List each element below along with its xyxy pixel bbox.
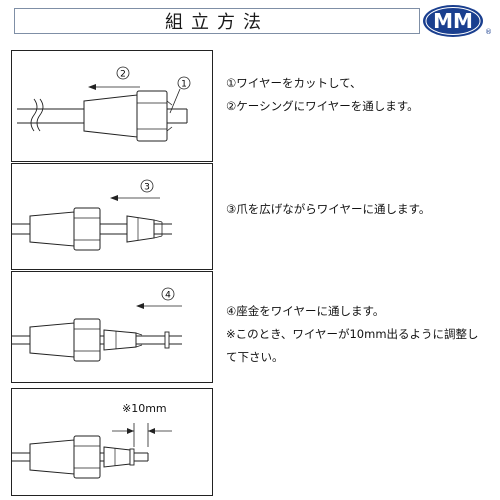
callout-1-label: 1 — [181, 80, 187, 90]
panel-step-3: 3 — [11, 163, 213, 270]
panel-step-4: 4 — [11, 271, 213, 383]
panel-step-1-2: 2 1 — [11, 50, 213, 162]
step-text-1-2: ①ワイヤーをカットして、 ②ケーシングにワイヤーを通します。 — [226, 72, 419, 118]
collet-claw — [103, 329, 137, 351]
callout-circle — [116, 66, 130, 80]
callout-3-label: 3 — [144, 183, 150, 193]
callout-circle — [140, 179, 154, 193]
registered-mark: ® — [485, 28, 492, 36]
dimension-label: ※10mm — [122, 402, 167, 415]
step-line: て下さい。 — [226, 350, 284, 364]
arrow-left-icon — [136, 303, 144, 309]
callout-2-label: 2 — [120, 70, 126, 80]
arrow-left-icon — [110, 195, 118, 201]
arrow-left-icon — [88, 84, 96, 90]
callout-circle — [161, 287, 175, 301]
step-line: ④座金をワイヤーに通します。 — [226, 304, 385, 318]
dimension-arrow-icon — [127, 428, 134, 434]
casing — [29, 211, 75, 247]
collet-claw — [126, 215, 155, 243]
panel-final — [11, 388, 213, 496]
hex-nut — [73, 207, 101, 251]
casing — [29, 439, 75, 475]
step-text-3: ③爪を広げながらワイヤーに通します。 — [226, 198, 430, 221]
casing — [83, 94, 138, 138]
page-title: 組立方法 — [165, 12, 269, 33]
washer — [129, 448, 135, 466]
hex-nut — [136, 90, 168, 142]
step-line: ①ワイヤーをカットして、 — [226, 76, 362, 90]
step-line: ②ケーシングにワイヤーを通します。 — [226, 99, 419, 113]
washer — [164, 331, 170, 349]
step-line: ③爪を広げながらワイヤーに通します。 — [226, 202, 431, 216]
dimension-arrow-icon — [148, 428, 155, 434]
hex-nut — [73, 318, 101, 362]
title-bar: 組立方法 — [14, 8, 420, 34]
break-mark — [30, 98, 38, 132]
step-text-4: ④座金をワイヤーに通します。 ※このとき、ワイヤーが10mm出るように調整し て… — [226, 300, 479, 369]
callout-4-label: 4 — [165, 291, 171, 301]
casing — [29, 322, 75, 358]
logo-text: MM — [433, 9, 473, 33]
callout-circle — [177, 76, 191, 90]
hex-nut — [73, 435, 101, 479]
brand-logo: MM — [423, 5, 483, 37]
collet-claw — [103, 446, 131, 468]
step-line: ※このとき、ワイヤーが10mm出るように調整し — [226, 327, 479, 341]
